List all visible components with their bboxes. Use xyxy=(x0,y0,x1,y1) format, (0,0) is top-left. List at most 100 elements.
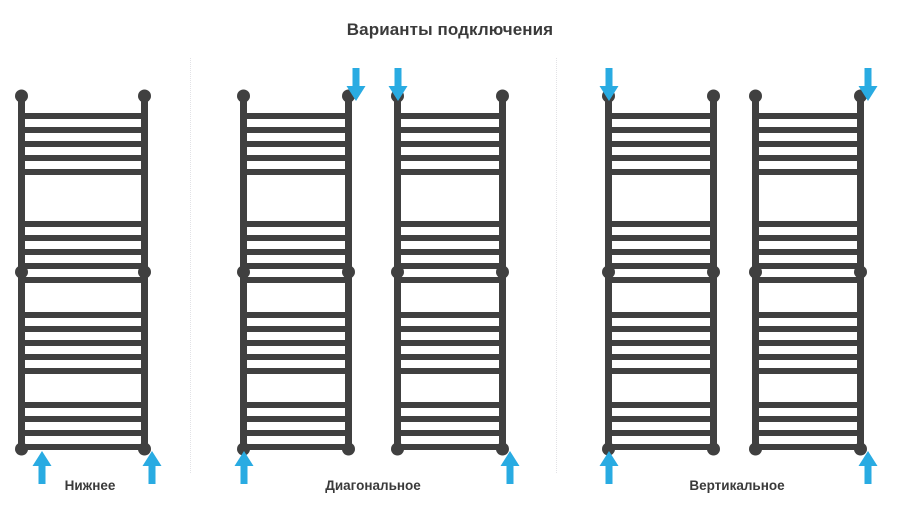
arrow-up-icon xyxy=(500,451,519,484)
rung xyxy=(607,249,715,255)
connector-knob xyxy=(496,442,509,456)
connector-knob xyxy=(391,442,404,456)
arrow-down-icon xyxy=(858,68,877,101)
rung xyxy=(607,368,715,374)
rung xyxy=(20,326,146,332)
rung xyxy=(242,277,350,283)
rung xyxy=(242,354,350,360)
rung xyxy=(20,416,146,422)
divider-2 xyxy=(556,58,557,473)
rung xyxy=(607,444,715,450)
radiator-vertikalnoe-2 xyxy=(749,89,867,456)
rung xyxy=(20,113,146,119)
arrow-down-icon xyxy=(388,68,407,101)
connector-knob xyxy=(342,265,355,279)
connector-knob xyxy=(237,265,250,279)
connector-knob xyxy=(342,442,355,456)
rung xyxy=(396,430,504,436)
radiator-diagonalnoe-1 xyxy=(237,89,355,456)
rung xyxy=(396,354,504,360)
rung xyxy=(754,402,862,408)
rung xyxy=(242,416,350,422)
rung xyxy=(754,444,862,450)
section-label-diagonalnoe: Диагональное xyxy=(325,478,421,493)
connector-knob xyxy=(707,265,720,279)
radiator-diagonalnoe-1-arrow-bottom-left-up xyxy=(234,451,253,484)
rung xyxy=(754,354,862,360)
rung xyxy=(607,312,715,318)
rung xyxy=(396,127,504,133)
rung xyxy=(754,340,862,346)
arrow-up-icon xyxy=(599,451,618,484)
rung xyxy=(242,155,350,161)
rung xyxy=(607,340,715,346)
rung xyxy=(20,354,146,360)
connector-knob xyxy=(138,89,151,103)
rung xyxy=(754,368,862,374)
rung xyxy=(20,127,146,133)
rung xyxy=(754,141,862,147)
rung xyxy=(20,169,146,175)
rung xyxy=(607,155,715,161)
radiator-vertikalnoe-1-arrow-bottom-left-up xyxy=(599,451,618,484)
connector-knob xyxy=(15,442,28,456)
rung xyxy=(20,312,146,318)
rung xyxy=(396,368,504,374)
rung xyxy=(242,113,350,119)
rung xyxy=(242,312,350,318)
rung xyxy=(20,277,146,283)
connector-knob xyxy=(602,442,615,456)
rung xyxy=(607,402,715,408)
arrow-up-icon xyxy=(32,451,51,484)
rung xyxy=(754,221,862,227)
rung xyxy=(242,430,350,436)
radiator-nizhnee-1 xyxy=(15,89,151,456)
rung xyxy=(754,235,862,241)
rung xyxy=(242,368,350,374)
rung xyxy=(607,416,715,422)
connector-knob xyxy=(749,265,762,279)
arrow-up-icon xyxy=(858,451,877,484)
connector-knob xyxy=(496,89,509,103)
radiator-diagonalnoe-2-arrow-top-left-down xyxy=(388,68,407,101)
rung xyxy=(396,221,504,227)
rung xyxy=(396,235,504,241)
radiator-diagonalnoe-2 xyxy=(391,89,509,456)
connector-knob xyxy=(15,89,28,103)
connector-knob xyxy=(854,442,867,456)
rung xyxy=(607,326,715,332)
rung xyxy=(242,169,350,175)
rung xyxy=(607,169,715,175)
rung xyxy=(607,113,715,119)
connector-knob xyxy=(854,265,867,279)
connector-knob xyxy=(707,442,720,456)
connector-knob xyxy=(138,442,151,456)
rung xyxy=(607,430,715,436)
rung xyxy=(242,249,350,255)
radiator-vertikalnoe-1 xyxy=(602,89,720,456)
rung xyxy=(754,113,862,119)
arrow-down-icon xyxy=(599,68,618,101)
radiator-nizhnee-1-arrow-bottom-left-up xyxy=(32,451,51,484)
rung xyxy=(242,402,350,408)
rung xyxy=(754,169,862,175)
connector-knob xyxy=(138,265,151,279)
rung xyxy=(396,340,504,346)
rung xyxy=(754,326,862,332)
arrow-up-icon xyxy=(234,451,253,484)
radiator-vertikalnoe-2-arrow-top-right-down xyxy=(858,68,877,101)
rung xyxy=(242,444,350,450)
radiator-vertikalnoe-2-arrow-bottom-right-up xyxy=(858,451,877,484)
rung xyxy=(20,249,146,255)
rung xyxy=(20,235,146,241)
rung xyxy=(754,263,862,269)
rung xyxy=(20,141,146,147)
rung xyxy=(607,235,715,241)
divider-1 xyxy=(190,58,191,473)
connector-knob xyxy=(496,265,509,279)
rung xyxy=(242,127,350,133)
rung xyxy=(396,113,504,119)
rung xyxy=(20,444,146,450)
rung xyxy=(754,155,862,161)
rung xyxy=(396,249,504,255)
